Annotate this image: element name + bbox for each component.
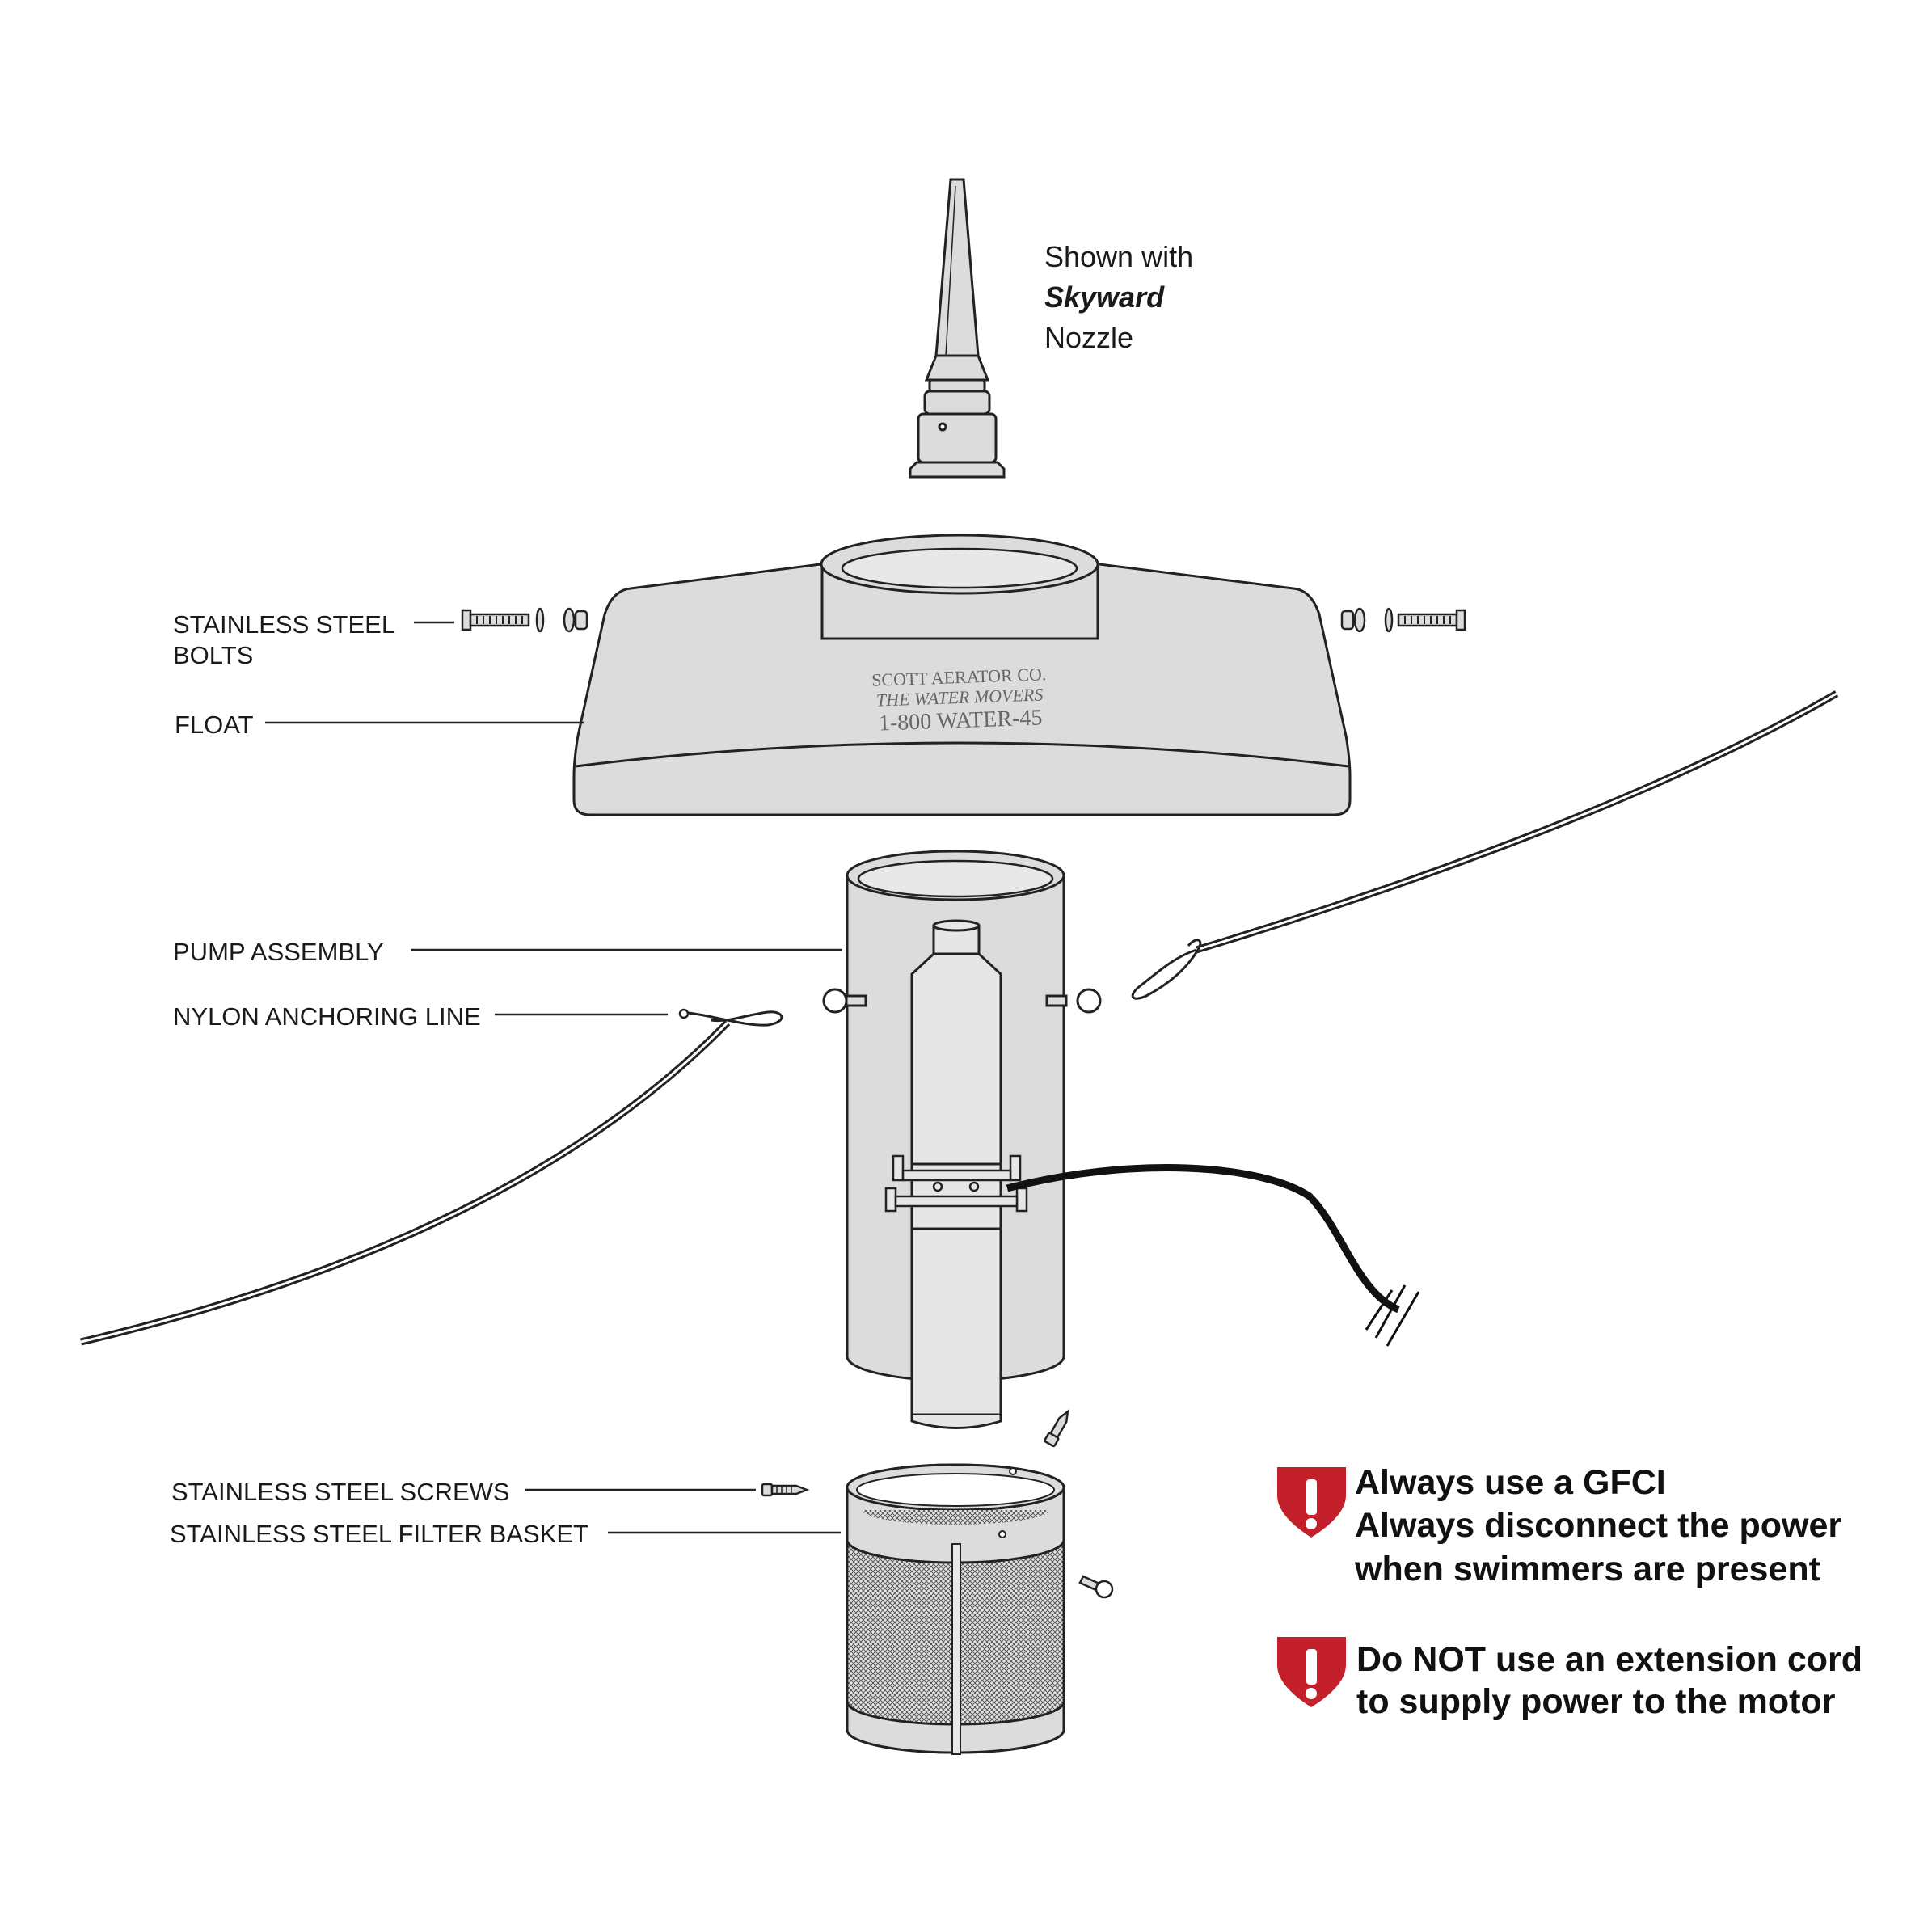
pump-assembly-label: PUMP ASSEMBLY <box>173 938 384 966</box>
power-cord <box>1006 1164 1420 1347</box>
anchoring-line-label: NYLON ANCHORING LINE <box>173 1002 481 1031</box>
warning-1-line-1: Always use a GFCI <box>1355 1463 1666 1502</box>
warning-icon-1 <box>1277 1467 1346 1538</box>
left-anchoring-line <box>79 1008 783 1346</box>
warning-1-line-2: Always disconnect the power <box>1355 1506 1841 1545</box>
filter-basket <box>846 1463 1065 1755</box>
screws-label: STAINLESS STEEL SCREWS <box>171 1478 510 1506</box>
warning-2-line-2: to supply power to the motor <box>1356 1682 1836 1721</box>
filter-basket-label: STAINLESS STEEL FILTER BASKET <box>170 1520 588 1548</box>
right-anchoring-line <box>1131 690 1839 1000</box>
warning-1-line-3: when swimmers are present <box>1354 1550 1820 1588</box>
pump-assembly <box>822 850 1102 1429</box>
right-bolt <box>1340 607 1466 633</box>
float-imprint-line3: 1-800 WATER-45 <box>878 705 1042 736</box>
float <box>572 534 1352 816</box>
warning-2-line-1: Do NOT use an extension cord <box>1356 1640 1862 1679</box>
warning-icon-2 <box>1277 1637 1346 1707</box>
bolts-label-line1: STAINLESS STEEL <box>173 610 395 639</box>
stainless-steel-screw <box>1078 1575 1114 1599</box>
bolts-label-line2: BOLTS <box>173 641 253 669</box>
skyward-nozzle <box>909 178 1006 479</box>
float-label: FLOAT <box>175 711 254 739</box>
nozzle-note-line3: Nozzle <box>1044 321 1133 354</box>
nozzle-note-line1: Shown with <box>1044 240 1193 273</box>
stainless-steel-screw <box>1044 1409 1069 1448</box>
stainless-steel-screw <box>761 1483 810 1497</box>
float-imprint: SCOTT AERATOR CO. THE WATER MOVERS 1-800… <box>871 664 1047 736</box>
leader-lines <box>265 621 842 1534</box>
left-bolt <box>461 607 588 633</box>
nozzle-note-product: Skyward <box>1044 281 1165 314</box>
